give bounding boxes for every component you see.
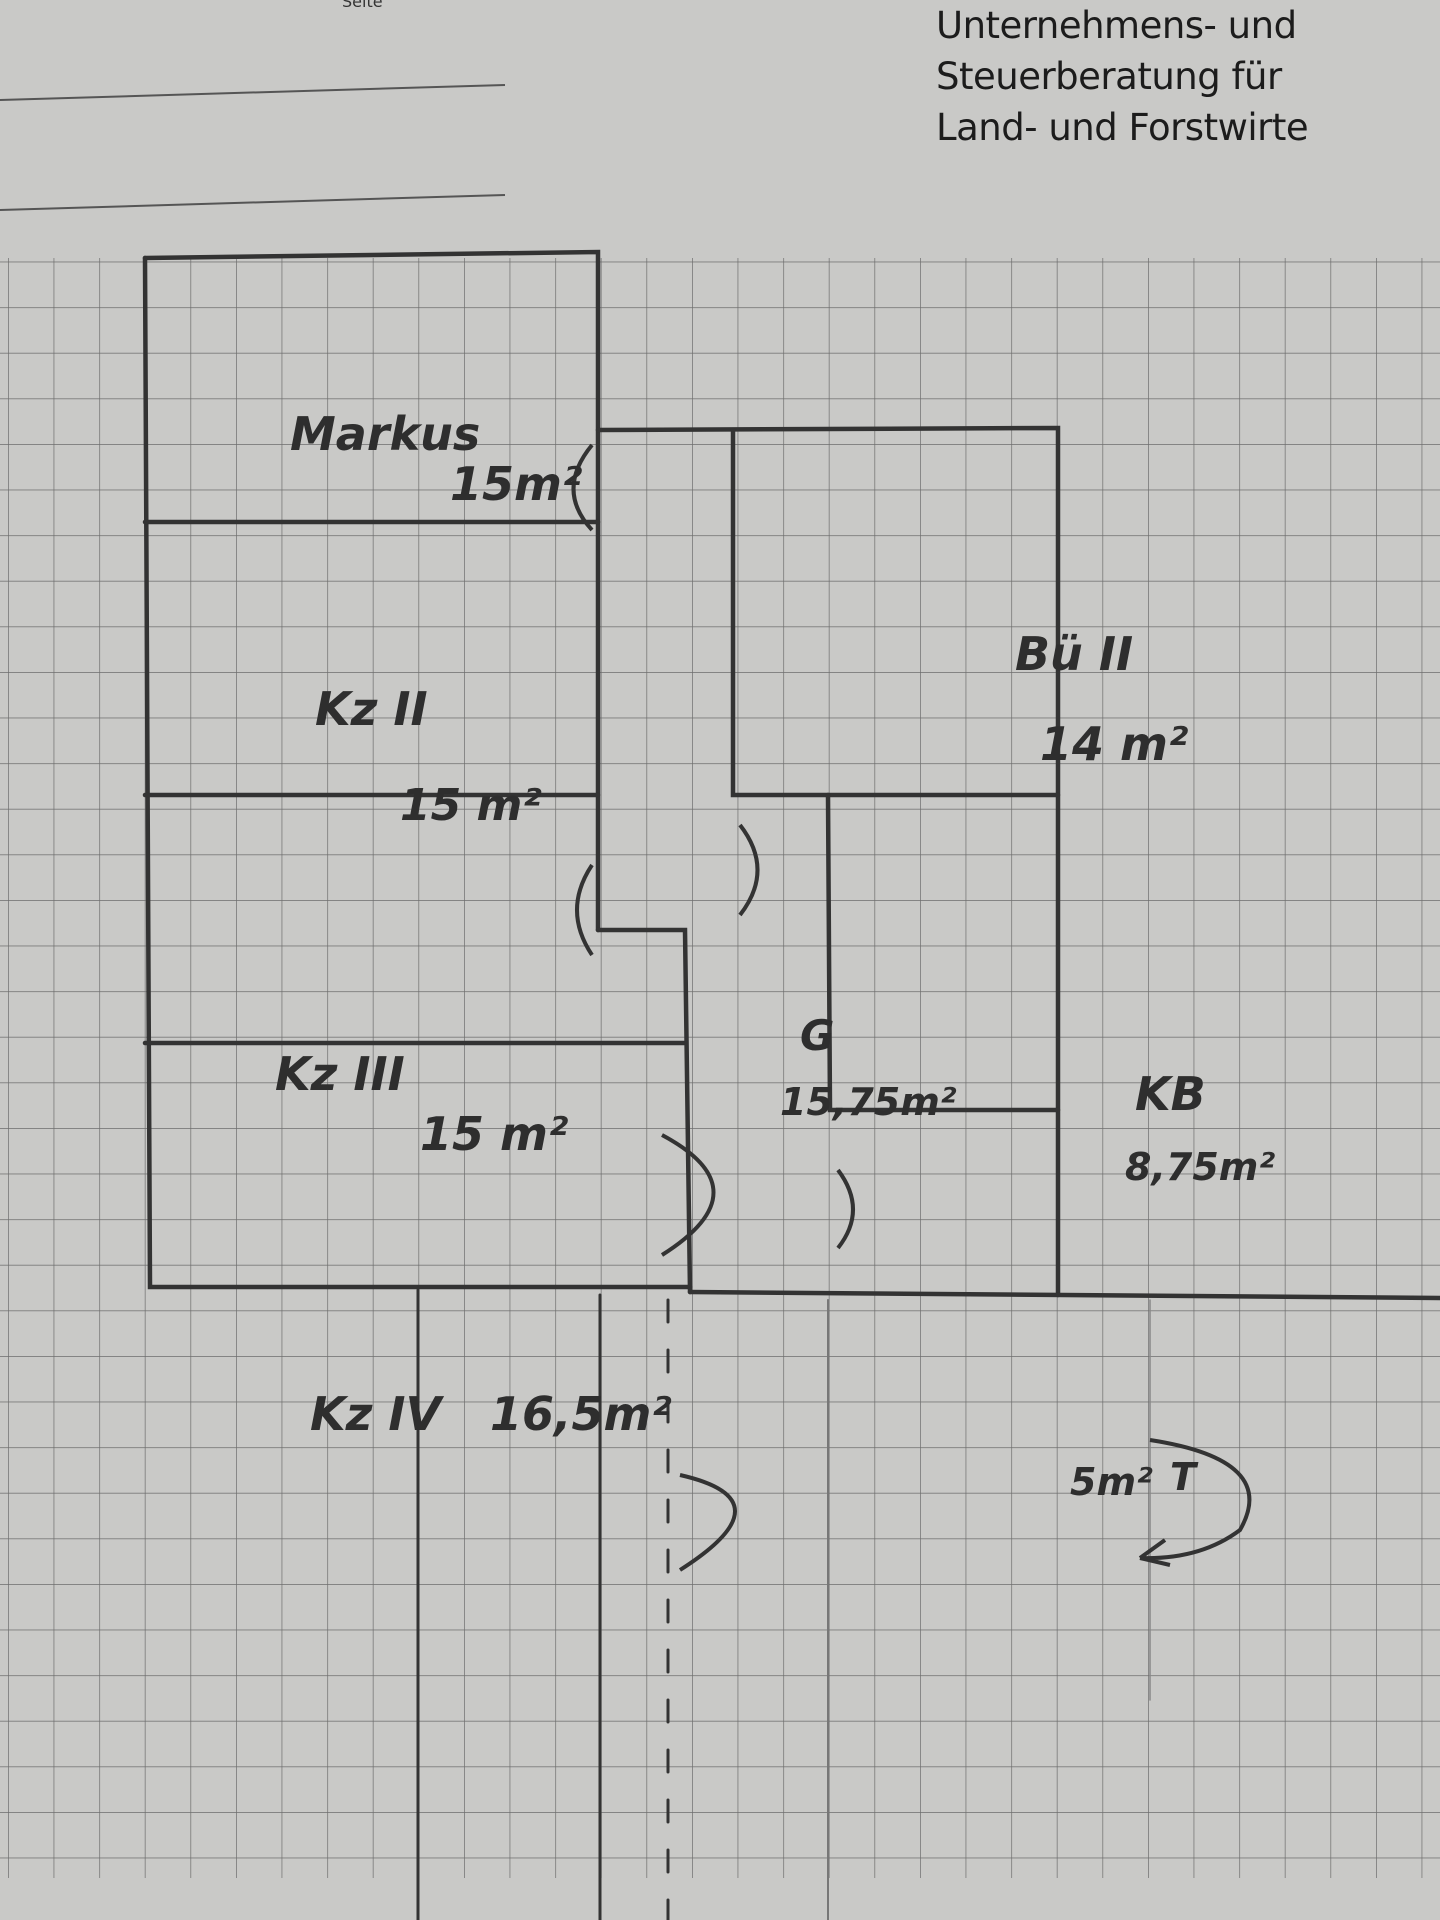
room-name: Kz IV [310, 1387, 445, 1441]
room-area: 8,75m² [1125, 1145, 1275, 1189]
room-area: 15 m² [420, 1107, 568, 1161]
letterhead-line: Land- und Forstwirte [936, 106, 1309, 149]
room-area: 16,5m² [490, 1387, 672, 1441]
room-name: KB [1135, 1067, 1206, 1121]
door-icon [836, 1168, 855, 1250]
room-name: G [800, 1011, 834, 1060]
door-icon [575, 863, 594, 957]
room-name: Kz II [315, 682, 428, 736]
walls [142, 249, 1440, 1920]
room-name: T [1170, 1455, 1199, 1499]
door-icon [571, 443, 594, 532]
form-line [0, 84, 506, 101]
turn-arrow-icon [1138, 1438, 1252, 1567]
room-area: 14 m² [1040, 717, 1188, 771]
room-area: 15m² [450, 457, 582, 511]
room-area: 15,75m² [780, 1080, 957, 1124]
room-area: 5m² [1070, 1460, 1153, 1504]
page-label: Seite [342, 0, 383, 11]
form-line [0, 194, 506, 211]
letterhead-line: Steuerberatung für [936, 55, 1282, 98]
letterhead: Unternehmens- und Steuerberatung für Lan… [936, 0, 1309, 153]
door-icon [660, 1133, 716, 1257]
room-name: Markus [290, 407, 480, 461]
door-arcs [571, 443, 1252, 1572]
door-icon [678, 1473, 737, 1572]
room-area: 15 m² [400, 780, 542, 831]
door-icon [738, 823, 760, 917]
room-name: Kz III [275, 1047, 405, 1101]
grid-paper [0, 258, 1440, 1878]
letterhead-line: Unternehmens- und [936, 4, 1297, 47]
room-name: Bü II [1015, 627, 1133, 681]
